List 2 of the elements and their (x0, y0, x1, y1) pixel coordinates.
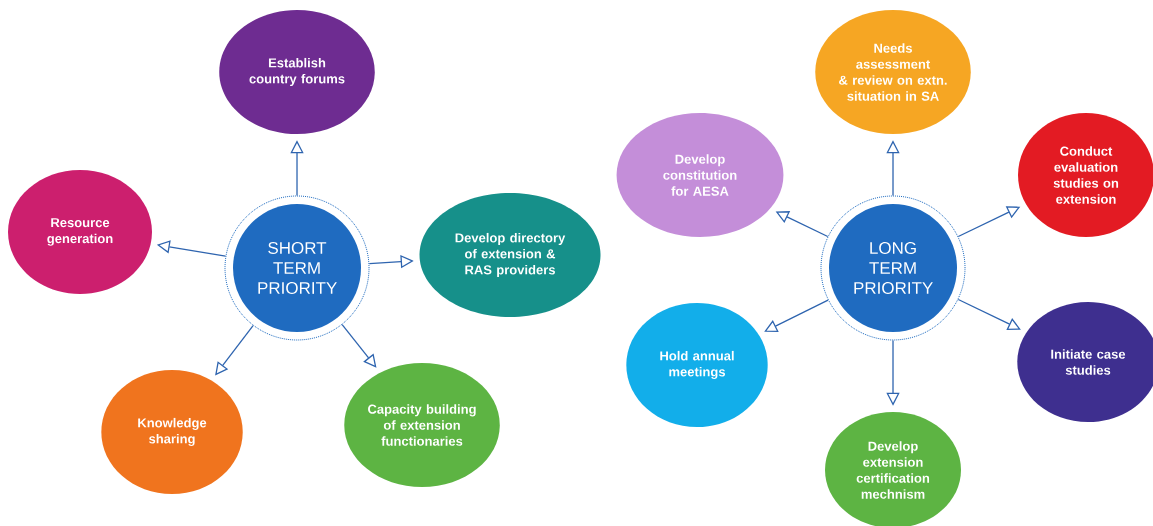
arrow (764, 299, 829, 332)
arrow (341, 324, 377, 368)
